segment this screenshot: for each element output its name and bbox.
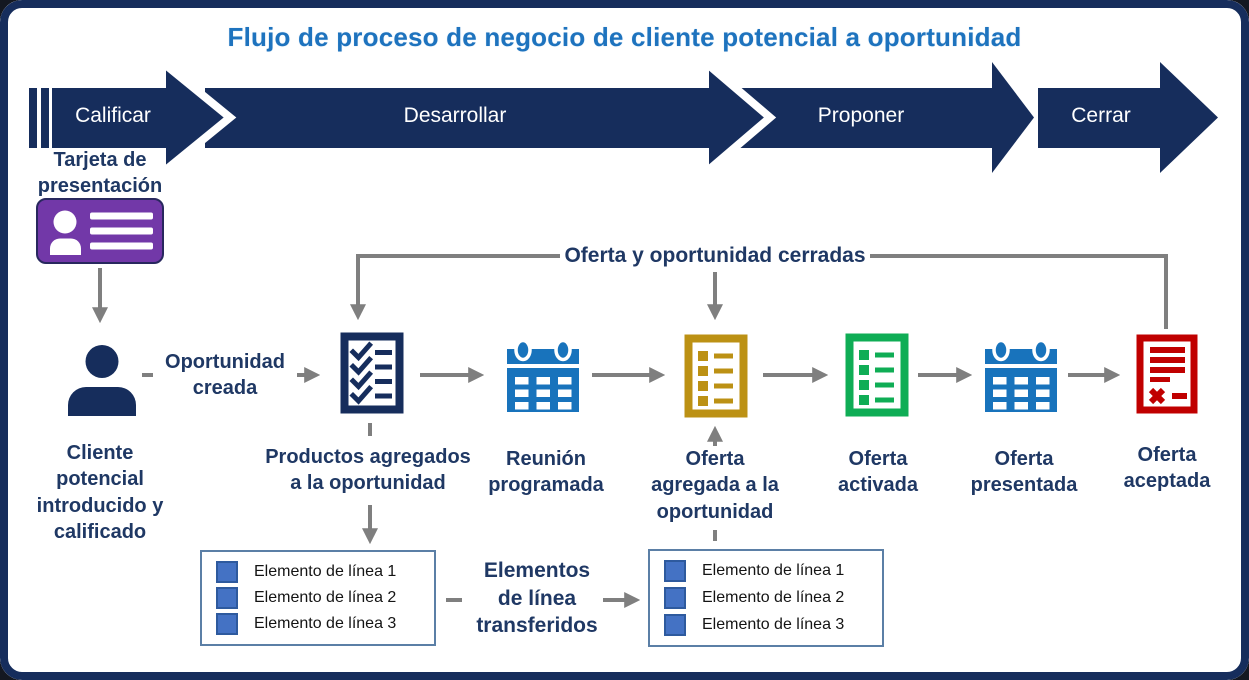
calendar-icon <box>984 338 1058 417</box>
label-quote-accepted: Oferta aceptada <box>1123 444 1211 493</box>
connector-closed-left <box>350 254 560 321</box>
stage-label-desarrollar: Desarrollar <box>403 104 507 127</box>
label-quote-activated: Oferta activada <box>837 448 919 497</box>
line-item-label: Elemento de línea 1 <box>254 563 397 580</box>
list-item: Elemento de línea 3 <box>664 613 868 636</box>
stage-body-calificar <box>52 88 166 148</box>
stage-arrowhead-proponer <box>992 62 1034 173</box>
line-item-square-icon <box>216 613 238 635</box>
line-item-square-icon <box>216 561 238 583</box>
line-item-label: Elemento de línea 3 <box>702 615 845 633</box>
line-item-label: Elemento de línea 2 <box>702 588 845 606</box>
label-meeting-scheduled: Reunión programada <box>488 448 604 497</box>
stage-start-bar <box>29 88 37 148</box>
line-item-square-icon <box>664 586 686 609</box>
label-quote-opportunity-closed: Oferta y oportunidad cerradas <box>564 244 866 267</box>
label-quote-presented: Oferta presentada <box>970 448 1078 497</box>
line-item-label: Elemento de línea 3 <box>254 615 397 632</box>
calendar-icon <box>506 338 580 417</box>
business-card-icon <box>36 198 164 269</box>
list-document-icon-gold <box>684 334 748 423</box>
line-item-square-icon <box>664 613 686 636</box>
label-quote-added: Oferta agregada a la oportunidad <box>651 448 779 523</box>
line-item-square-icon <box>216 587 238 609</box>
label-line-items-transferred: Elementos de línea transferidos <box>476 559 598 638</box>
list-document-icon-green <box>845 333 909 422</box>
label-business-card: Tarjeta de presentación <box>37 149 163 198</box>
stage-start-bar <box>41 88 49 148</box>
list-item: Elemento de línea 3 <box>216 613 420 635</box>
stage-arrowhead-cerrar <box>1160 62 1218 173</box>
line-item-label: Elemento de línea 2 <box>254 589 397 606</box>
line-items-box-target: Elemento de línea 1 Elemento de línea 2 … <box>648 549 884 647</box>
stage-label-proponer: Proponer <box>817 104 905 127</box>
stage-label-cerrar: Cerrar <box>1071 104 1131 127</box>
line-item-label: Elemento de línea 1 <box>702 562 845 580</box>
checklist-icon <box>340 332 404 419</box>
list-item: Elemento de línea 1 <box>664 560 868 583</box>
list-item: Elemento de línea 2 <box>664 586 868 609</box>
document-x-icon-red <box>1136 334 1198 419</box>
line-item-square-icon <box>664 560 686 583</box>
line-items-box-source: Elemento de línea 1 Elemento de línea 2 … <box>200 550 436 646</box>
label-products-added: Productos agregados a la oportunidad <box>265 446 471 495</box>
list-item: Elemento de línea 1 <box>216 561 420 583</box>
label-opportunity-created: Oportunidad creada <box>165 351 285 400</box>
label-lead-qualified: Cliente potencial introducido y califica… <box>36 442 164 544</box>
stage-label-calificar: Calificar <box>75 104 151 127</box>
page-title: Flujo de proceso de negocio de cliente p… <box>227 22 1022 52</box>
list-item: Elemento de línea 2 <box>216 587 420 609</box>
stage-body-desarrollar <box>205 88 709 148</box>
stage-body-cerrar <box>1038 88 1164 148</box>
person-icon <box>65 344 139 421</box>
connector-closed-right <box>870 254 1168 329</box>
